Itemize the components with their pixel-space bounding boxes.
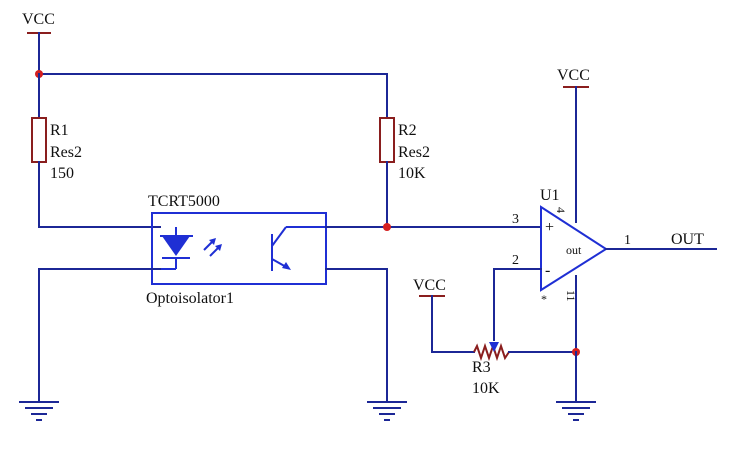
r3-designator: R3 <box>472 359 491 376</box>
r1-designator: R1 <box>50 122 69 139</box>
opamp-u1 <box>540 86 717 353</box>
u1-minus-sign: - <box>545 262 550 279</box>
opto-part-label: TCRT5000 <box>148 193 220 210</box>
vcc-symbol-pot: VCC <box>413 277 446 353</box>
wire-led-to-ground <box>38 268 161 402</box>
r3-value: 10K <box>472 380 500 397</box>
wire-emitter-to-ground <box>325 268 388 402</box>
u1-plus-sign: + <box>545 219 554 236</box>
resistor-r2 <box>379 73 395 228</box>
ground-icon-middle <box>367 401 407 421</box>
u1-pin2-number: 2 <box>512 253 519 268</box>
light-emission-icon <box>203 238 222 257</box>
r1-type: Res2 <box>50 144 82 161</box>
ground-icon-left <box>19 401 59 421</box>
vcc-symbol-top-left: VCC <box>22 11 55 75</box>
led-diode-icon <box>160 227 193 270</box>
u1-star: * <box>541 292 547 306</box>
junction-dot-signal <box>383 223 391 231</box>
r2-designator: R2 <box>398 122 417 139</box>
r2-type: Res2 <box>398 144 430 161</box>
u1-designator: U1 <box>540 187 560 204</box>
wire-pin2-to-wiper <box>493 268 542 341</box>
resistor-r1 <box>31 73 161 228</box>
potentiometer-r3 <box>431 342 577 362</box>
u1-out-text: out <box>566 243 582 257</box>
out-net-label: OUT <box>671 231 704 248</box>
r1-value: 150 <box>50 165 74 182</box>
u1-pin4-number: 4 <box>554 207 568 213</box>
u1-pin11-number: 11 <box>564 290 578 302</box>
ground-icon-right <box>556 401 596 421</box>
vcc-symbol-opamp: VCC <box>557 67 590 88</box>
phototransistor-icon <box>271 226 326 271</box>
r2-value: 10K <box>398 165 426 182</box>
vcc-label-top-left: VCC <box>22 11 55 28</box>
optoisolator-tcrt5000 <box>151 212 327 285</box>
u1-pin3-number: 3 <box>512 212 519 227</box>
opto-designator: Optoisolator1 <box>146 290 234 307</box>
vcc-label-pot: VCC <box>413 277 446 294</box>
u1-pin1-number: 1 <box>624 233 631 248</box>
vcc-label-opamp: VCC <box>557 67 590 84</box>
